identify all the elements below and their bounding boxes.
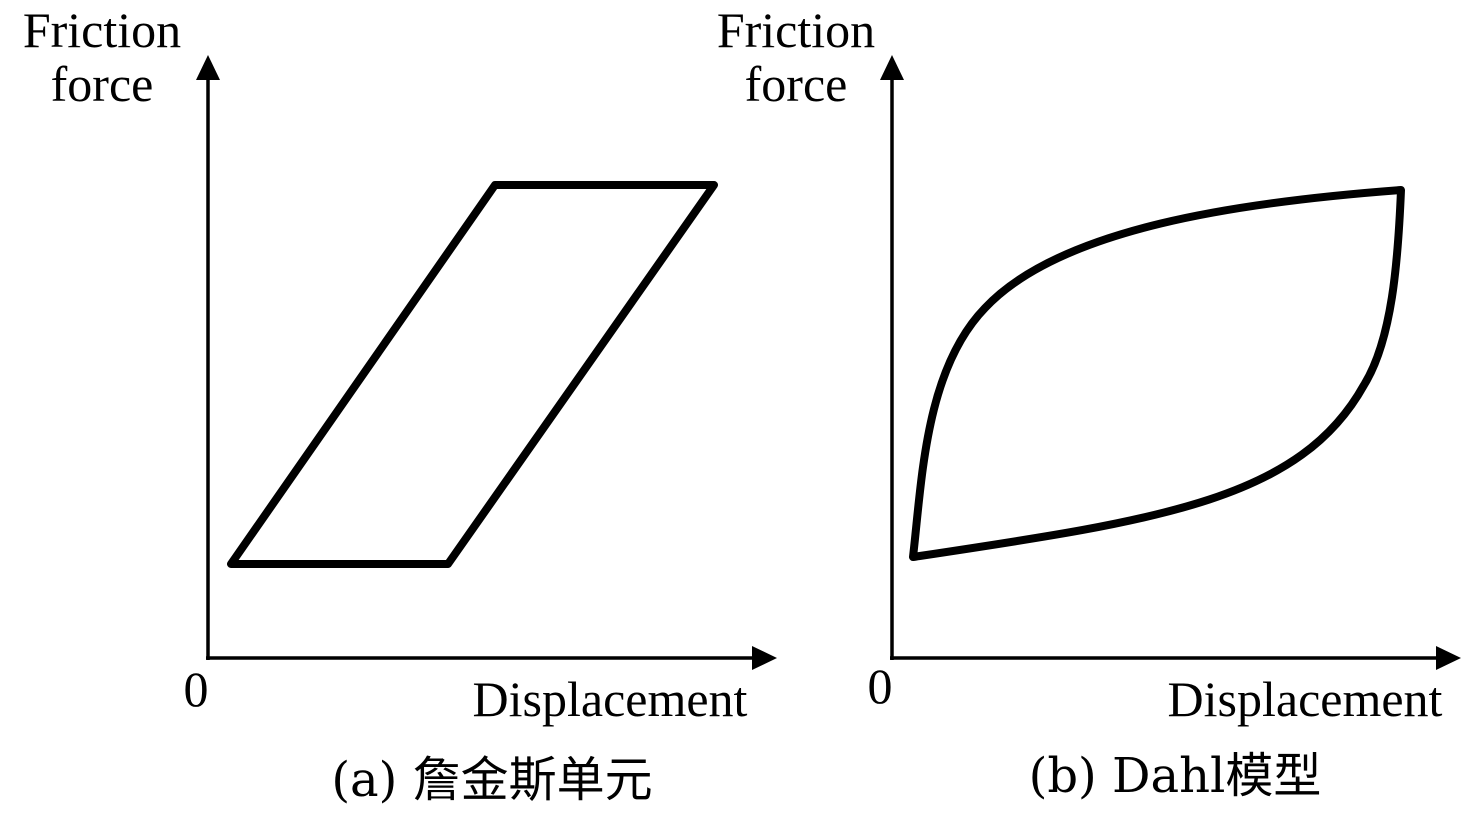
panel-a-x-label: Displacement <box>473 671 748 727</box>
panel-a-origin-label: 0 <box>184 661 209 717</box>
panel-b-hysteresis-loop <box>909 186 1405 561</box>
panel-b: Friction force 0 Displacement (b) Dahl模型 <box>717 2 1461 804</box>
panel-b-y-axis <box>880 55 904 660</box>
panel-b-x-axis <box>890 646 1461 670</box>
panel-a-y-axis <box>196 55 220 660</box>
panel-a: Friction force 0 Displacement (a) 詹金斯单元 <box>23 2 777 808</box>
panel-b-y-arrow <box>880 55 904 80</box>
panel-b-y-label-line2: force <box>745 56 848 112</box>
panel-a-y-label-line1: Friction <box>23 2 181 58</box>
panel-a-y-label-line2: force <box>51 56 154 112</box>
panel-a-x-axis <box>206 646 777 670</box>
panel-a-caption: (a) 詹金斯单元 <box>331 752 652 808</box>
panel-b-caption: (b) Dahl模型 <box>1029 748 1322 804</box>
panel-b-origin-label: 0 <box>868 658 893 714</box>
panel-a-parallelogram-loop <box>227 181 718 568</box>
panel-a-y-arrow <box>196 55 220 80</box>
panel-a-x-arrow <box>752 646 777 670</box>
panel-b-x-arrow <box>1436 646 1461 670</box>
panel-b-y-label-line1: Friction <box>717 2 875 58</box>
panel-b-x-label: Displacement <box>1168 671 1443 727</box>
